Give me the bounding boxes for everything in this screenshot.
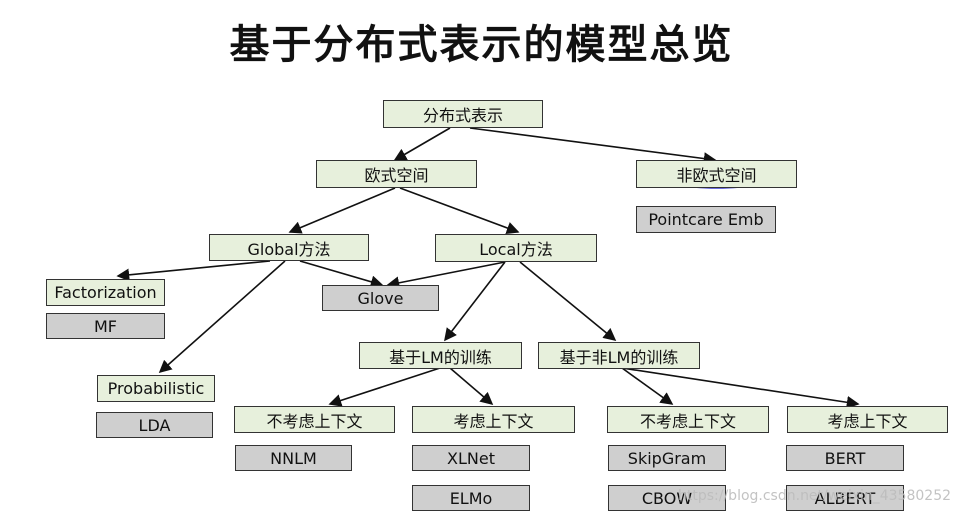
node-no-context-2: 不考虑上下文 bbox=[607, 406, 769, 433]
node-albert: ALBERT bbox=[786, 485, 904, 511]
node-mf: MF bbox=[46, 313, 165, 339]
node-probabilistic: Probabilistic bbox=[97, 375, 215, 402]
node-context-2: 考虑上下文 bbox=[787, 406, 948, 433]
node-lm-training: 基于LM的训练 bbox=[359, 342, 522, 369]
node-pointcare: Pointcare Emb bbox=[636, 206, 776, 233]
edge-global-factorization bbox=[116, 260, 271, 282]
node-non-lm-training: 基于非LM的训练 bbox=[538, 342, 700, 369]
node-non-euclidean: 非欧式空间 bbox=[636, 160, 797, 188]
node-bert: BERT bbox=[786, 445, 904, 471]
node-global: Global方法 bbox=[209, 234, 369, 261]
edge-euclidean-global bbox=[288, 187, 396, 234]
node-skipgram: SkipGram bbox=[608, 445, 726, 471]
edge-global-probabilistic bbox=[158, 260, 286, 374]
edge-local-glove bbox=[386, 261, 506, 290]
edge-lm-context bbox=[449, 367, 494, 406]
node-no-context-1: 不考虑上下文 bbox=[234, 406, 395, 433]
node-nnlm: NNLM bbox=[235, 445, 352, 471]
node-euclidean: 欧式空间 bbox=[316, 160, 477, 188]
node-root: 分布式表示 bbox=[383, 100, 543, 128]
edge-global-glove bbox=[299, 260, 384, 288]
edge-nonlm-context bbox=[621, 367, 860, 409]
node-lda: LDA bbox=[96, 412, 213, 438]
node-xlnet: XLNet bbox=[412, 445, 530, 471]
node-cbow: CBOW bbox=[608, 485, 726, 511]
node-elmo: ELMo bbox=[412, 485, 530, 511]
edge-euclidean-local bbox=[399, 187, 520, 235]
node-local: Local方法 bbox=[435, 234, 597, 262]
node-context-1: 考虑上下文 bbox=[412, 406, 575, 433]
diagram-title: 基于分布式表示的模型总览 bbox=[229, 22, 734, 68]
edge-local-lm bbox=[444, 261, 506, 342]
edge-root-euclidean bbox=[393, 127, 451, 161]
node-glove: Glove bbox=[322, 285, 439, 311]
node-factorization: Factorization bbox=[46, 279, 165, 306]
edge-root-noneuclidean bbox=[469, 127, 717, 165]
edge-nonlm-nocontext bbox=[621, 367, 674, 405]
edge-local-nonlm bbox=[519, 261, 617, 342]
edge-lm-nocontext bbox=[328, 367, 441, 407]
watermark-text: https://blog.csdn.net/weixin_43580252 bbox=[678, 488, 952, 504]
